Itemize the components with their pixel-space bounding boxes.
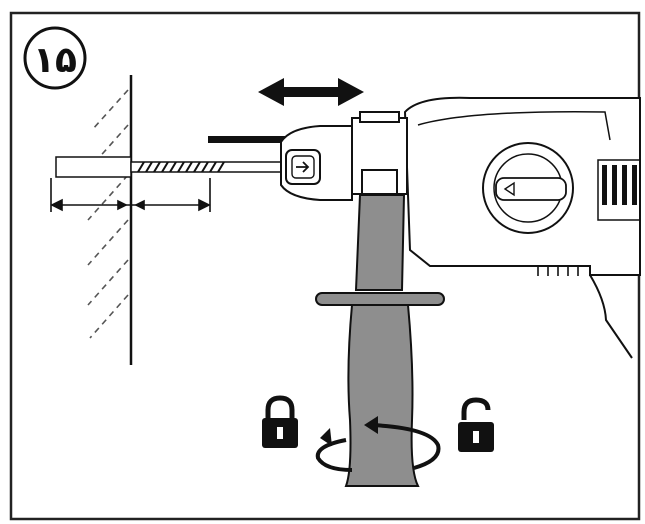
drill-bit — [130, 161, 282, 173]
handle-collar — [351, 111, 408, 198]
step-badge: ۱۵ — [23, 26, 87, 90]
double-arrow-icon — [258, 78, 364, 106]
wall — [55, 75, 133, 365]
lock-closed-icon — [262, 395, 298, 448]
rotate-arrow-right-icon — [371, 423, 441, 470]
drill-body — [403, 96, 641, 359]
drill-chuck — [280, 125, 353, 201]
rotate-arrow-left-icon — [315, 438, 353, 472]
side-handle — [315, 194, 445, 487]
rotation-arrows — [315, 416, 441, 472]
lock-open-icon — [458, 397, 494, 452]
step-number: ۱۵ — [33, 40, 77, 81]
depth-dimension — [50, 178, 211, 212]
